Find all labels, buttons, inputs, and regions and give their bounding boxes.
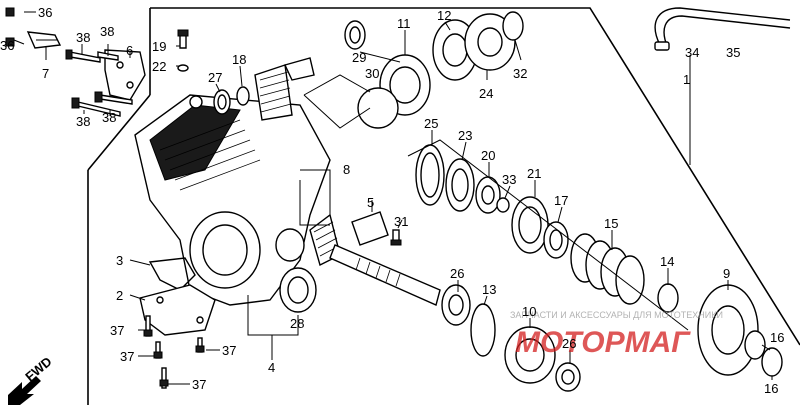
- watermark-brand: МОТОРМАГ: [515, 326, 691, 359]
- forward-indicator: FWD: [8, 354, 55, 405]
- label-37: 37: [192, 377, 206, 392]
- label-20: 20: [481, 148, 495, 163]
- label-16: 16: [770, 330, 784, 345]
- label-31: 31: [394, 214, 408, 229]
- oil-seal-28: [279, 267, 317, 313]
- label-7: 7: [42, 66, 49, 81]
- label-14: 14: [660, 254, 674, 269]
- label-8: 8: [343, 162, 350, 177]
- label-4: 4: [268, 360, 275, 375]
- label-17: 17: [554, 193, 568, 208]
- label-28: 28: [290, 316, 304, 331]
- label-26: 26: [562, 336, 576, 351]
- label-19: 19: [152, 39, 166, 54]
- final-drive-case: [134, 94, 331, 306]
- lower-bearings: [441, 284, 581, 392]
- label-3: 3: [116, 253, 123, 268]
- label-23: 23: [458, 128, 472, 143]
- label-27: 27: [208, 70, 222, 85]
- pinion-gear-assembly: [213, 57, 315, 121]
- label-25: 25: [424, 116, 438, 131]
- label-38: 38: [100, 24, 114, 39]
- label-36: 36: [38, 5, 52, 20]
- label-1: 1: [683, 72, 690, 87]
- label-38: 38: [76, 30, 90, 45]
- label-15: 15: [604, 216, 618, 231]
- label-36: 36: [0, 38, 14, 53]
- label-37: 37: [120, 349, 134, 364]
- label-12: 12: [437, 8, 451, 23]
- label-26: 26: [450, 266, 464, 281]
- label-2: 2: [116, 288, 123, 303]
- drive-shaft: [309, 213, 441, 306]
- label-38: 38: [102, 110, 116, 125]
- label-9: 9: [723, 266, 730, 281]
- label-13: 13: [482, 282, 496, 297]
- gasket: [148, 257, 196, 291]
- label-30: 30: [365, 66, 379, 81]
- label-37: 37: [110, 323, 124, 338]
- watermark-subtitle: ЗАПЧАСТИ И АКСЕССУАРЫ ДЛЯ МОТОТЕХНИКИ: [510, 310, 723, 320]
- label-37: 37: [222, 343, 236, 358]
- label-22: 22: [152, 59, 166, 74]
- breather-hose: [654, 7, 791, 51]
- label-21: 21: [527, 166, 541, 181]
- label-29: 29: [352, 50, 366, 65]
- label-33: 33: [502, 172, 516, 187]
- frame-outline: [87, 7, 800, 405]
- label-32: 32: [513, 66, 527, 81]
- label-18: 18: [232, 52, 246, 67]
- stopper-clip: [351, 211, 402, 246]
- clutch-spring-group: [415, 144, 783, 377]
- label-34: 34: [685, 45, 699, 60]
- leader-lines: [13, 11, 773, 385]
- label-38: 38: [76, 114, 90, 129]
- label-11: 11: [397, 16, 411, 31]
- label-10: 10: [522, 304, 536, 319]
- label-35: 35: [726, 45, 740, 60]
- label-24: 24: [479, 86, 493, 101]
- label-16: 16: [764, 381, 778, 396]
- label-6: 6: [126, 43, 133, 58]
- label-5: 5: [367, 195, 374, 210]
- bolts: [5, 7, 205, 389]
- part-labels: 36 36 7 38 38 6 38 38 19 22 27 18 11 29 …: [0, 5, 784, 396]
- cover-plate: [139, 284, 216, 336]
- bearing-group-upper: [344, 11, 524, 129]
- watermark: ЗАПЧАСТИ И АКСЕССУАРЫ ДЛЯ МОТОТЕХНИКИ МО…: [510, 310, 723, 359]
